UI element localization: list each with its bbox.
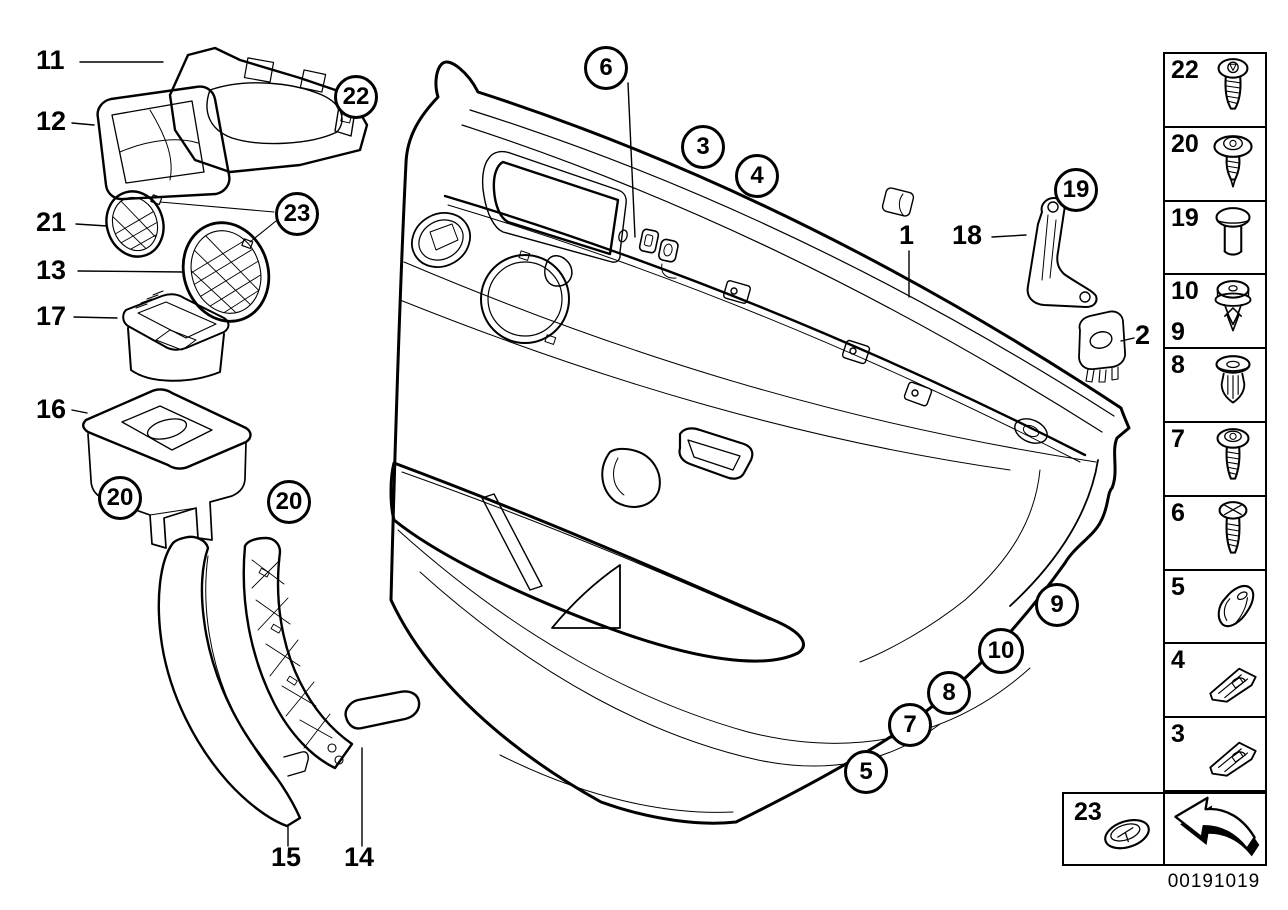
- legend-num-5: 5: [1171, 572, 1185, 601]
- handle-carrier-part: [168, 46, 369, 174]
- part-label-16[interactable]: 16: [36, 394, 67, 424]
- legend-row-22[interactable]: 22: [1165, 54, 1265, 128]
- part-label-12[interactable]: 12: [36, 106, 67, 136]
- legend-row-5[interactable]: 5: [1165, 570, 1265, 645]
- window-switch-recess: [481, 150, 679, 279]
- retainer-plate-icon: [1209, 741, 1257, 777]
- tweeter-opening: [411, 212, 471, 268]
- leader-lines: [71, 61, 1135, 847]
- retainer-plate-icon: [1209, 668, 1257, 703]
- handle-support-part: [242, 536, 421, 770]
- legend-row-20[interactable]: 20: [1165, 127, 1265, 202]
- torx-screw-icon: [1217, 58, 1249, 110]
- part-label-14[interactable]: 14: [344, 842, 375, 872]
- legend-num-10: 10: [1171, 277, 1199, 306]
- direction-arrow-icon: [1174, 796, 1260, 857]
- legend-num-8: 8: [1171, 351, 1185, 380]
- part-label-1[interactable]: 1: [899, 220, 915, 250]
- callout-circle-3[interactable]: 3: [681, 125, 725, 169]
- legend-row-6[interactable]: 6: [1165, 496, 1265, 571]
- door-panel-outline: [389, 60, 1131, 825]
- part-label-2[interactable]: 2: [1135, 320, 1151, 350]
- fastener-legend: 22 20 19: [1163, 52, 1267, 792]
- legend-num-4: 4: [1171, 646, 1185, 675]
- callout-circle-8[interactable]: 8: [927, 671, 971, 715]
- callout-circle-19[interactable]: 19: [1054, 168, 1098, 212]
- callout-circle-9[interactable]: 9: [1035, 583, 1079, 627]
- plug-rivet-icon: [1215, 206, 1251, 256]
- callout-circle-5[interactable]: 5: [844, 750, 888, 794]
- legend-num-20: 20: [1171, 129, 1199, 158]
- legend-num-10-9: 10 9: [1165, 275, 1205, 347]
- part-label-13[interactable]: 13: [36, 255, 67, 285]
- legend-num-6: 6: [1171, 498, 1185, 527]
- part-label-21[interactable]: 21: [36, 207, 67, 237]
- legend-grommet-box[interactable]: 23: [1062, 792, 1165, 866]
- legend-row-8[interactable]: 8: [1165, 349, 1265, 423]
- callout-circle-20-left[interactable]: 20: [98, 476, 142, 520]
- mounting-bracket-part: [1026, 197, 1098, 308]
- armrest-switch-opening: [678, 427, 754, 480]
- legend-num-7: 7: [1171, 424, 1185, 453]
- door-handle-scoop: [601, 447, 661, 508]
- trim-clip-icon: [1214, 280, 1252, 332]
- legend-row-4[interactable]: 4: [1165, 644, 1265, 719]
- panel-teardrop-detail: [544, 255, 573, 287]
- legend-row-19[interactable]: 19: [1165, 201, 1265, 276]
- callout-circle-22[interactable]: 22: [334, 75, 378, 119]
- legend-num-3: 3: [1171, 720, 1185, 749]
- wedge-clip-icon: [1217, 584, 1255, 627]
- storage-bin-part: [122, 290, 230, 382]
- callout-circle-23[interactable]: 23: [275, 192, 319, 236]
- legend-num-23: 23: [1074, 798, 1102, 826]
- legend-num-9: 9: [1171, 318, 1185, 347]
- legend-row-3[interactable]: 3: [1165, 718, 1265, 790]
- door-pull-trim-part: [96, 85, 231, 201]
- rail-clip-pockets: [722, 187, 1048, 444]
- trim-strip-part: [157, 535, 309, 828]
- legend-num-22: 22: [1171, 56, 1199, 84]
- callout-circle-10[interactable]: 10: [978, 628, 1024, 674]
- grommet-part: [1078, 310, 1126, 383]
- phillips-screw-icon: [1218, 500, 1248, 554]
- callout-circle-7[interactable]: 7: [888, 703, 932, 747]
- part-label-11[interactable]: 11: [36, 45, 65, 75]
- legend-row-10-9[interactable]: 10 9: [1165, 275, 1265, 350]
- speaker-opening: [480, 250, 570, 345]
- part-label-17[interactable]: 17: [36, 301, 67, 331]
- washer-head-screw-icon: [1213, 134, 1253, 188]
- legend-num-19: 19: [1171, 203, 1199, 232]
- callout-circle-6[interactable]: 6: [584, 46, 628, 90]
- expansion-rivet-icon: [1215, 355, 1251, 404]
- part-label-18[interactable]: 18: [952, 220, 983, 250]
- oval-grommet-icon: [1104, 819, 1150, 850]
- document-number: 00191019: [1167, 871, 1261, 892]
- legend-arrow-box: [1163, 792, 1267, 866]
- map-pocket-opening: [389, 461, 805, 663]
- callout-circle-4[interactable]: 4: [735, 154, 779, 198]
- part-label-15[interactable]: 15: [271, 842, 302, 872]
- switch-panel-part: [82, 388, 252, 549]
- washer-torx-screw-icon: [1216, 428, 1250, 480]
- callout-circle-20-right[interactable]: 20: [267, 480, 311, 524]
- legend-row-7[interactable]: 7: [1165, 422, 1265, 497]
